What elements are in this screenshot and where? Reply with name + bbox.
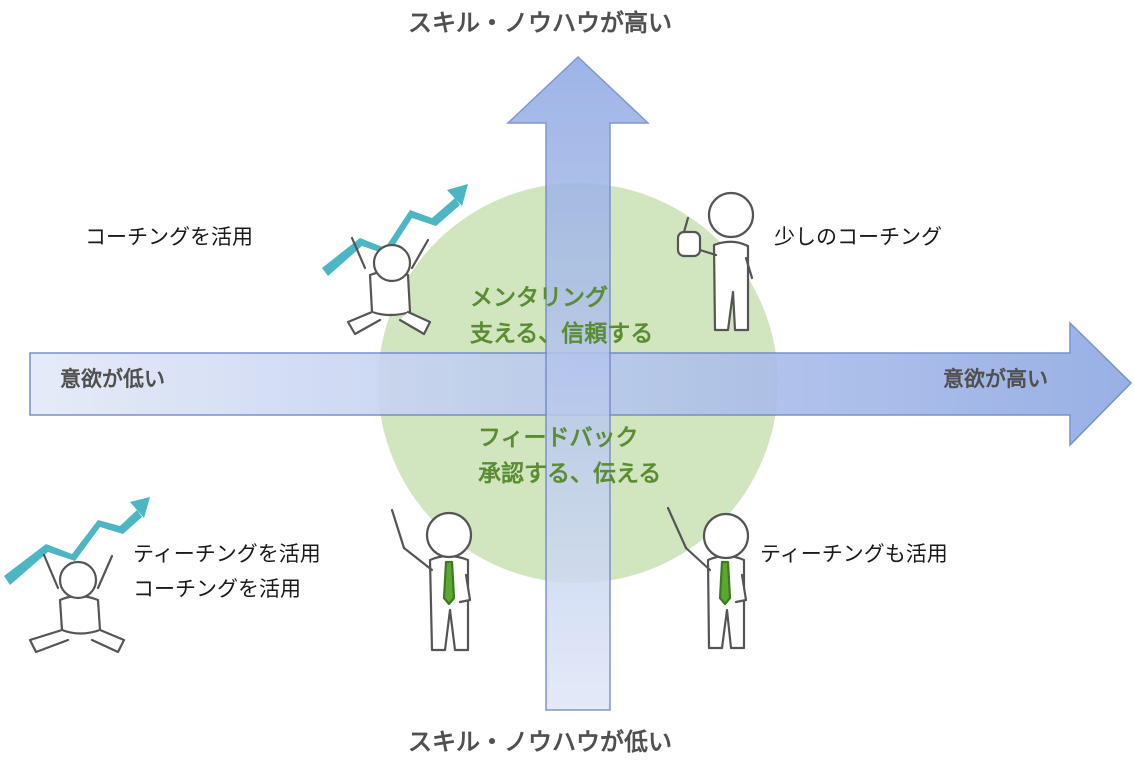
jumping-person-icon-2 <box>28 553 126 654</box>
thumbs-up-person-icon <box>676 191 755 332</box>
center-upper-line1: メンタリング <box>470 285 608 311</box>
quadrant-bottom-left-label-2: コーチングを活用 <box>133 577 301 601</box>
quadrant-bottom-left-label-1: ティーチングを活用 <box>133 542 321 566</box>
horizontal-axis-right-label: 意欲が高い <box>943 367 1048 391</box>
center-lower-line1: フィードバック <box>478 425 639 451</box>
center-upper-line2: 支える、信頼する <box>470 321 654 347</box>
center-lower-line2: 承認する、伝える <box>478 461 662 487</box>
vertical-axis-top-label: スキル・ノウハウが高い <box>408 9 672 37</box>
trend-arrow-icon-2 <box>4 497 150 585</box>
vertical-axis-bottom-label: スキル・ノウハウが低い <box>408 728 672 756</box>
quadrant-bottom-right-label: ティーチングも活用 <box>760 542 948 566</box>
vertical-arrow <box>506 55 650 711</box>
teacher-person-icon-2 <box>666 506 750 650</box>
quadrant-top-left-label: コーチングを活用 <box>85 225 253 249</box>
trend-arrow-icon <box>322 184 468 276</box>
quadrant-top-right-label: 少しのコーチング <box>774 225 942 249</box>
teacher-person-icon <box>390 508 473 652</box>
horizontal-axis-left-label: 意欲が低い <box>60 367 165 391</box>
jumping-person-icon <box>346 236 432 336</box>
